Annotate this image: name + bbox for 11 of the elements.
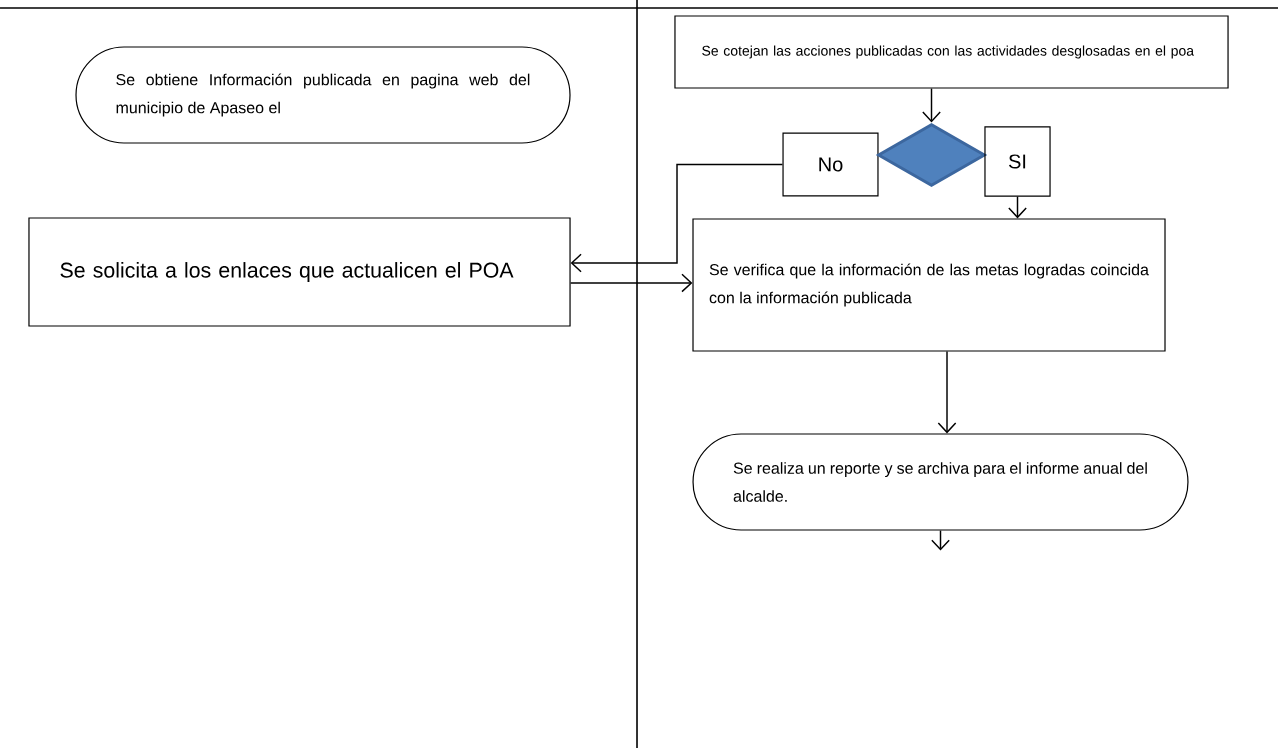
arrow	[931, 529, 950, 551]
process-box: Se solicita a los enlaces que actualicen el POA	[28, 217, 571, 327]
arrow	[922, 87, 941, 123]
arrow	[937, 350, 957, 434]
arrow	[569, 273, 693, 293]
process-box: No	[782, 132, 879, 197]
process-box: SI	[984, 126, 1051, 197]
arrow	[570, 163, 784, 273]
process-box: Se verifica que la información de las metas logradas coincida con la información publicada	[692, 218, 1166, 352]
arrow	[1008, 195, 1027, 219]
process-box: Se cotejan las acciones publicadas con las actividades desglosadas en el poa	[674, 15, 1229, 89]
